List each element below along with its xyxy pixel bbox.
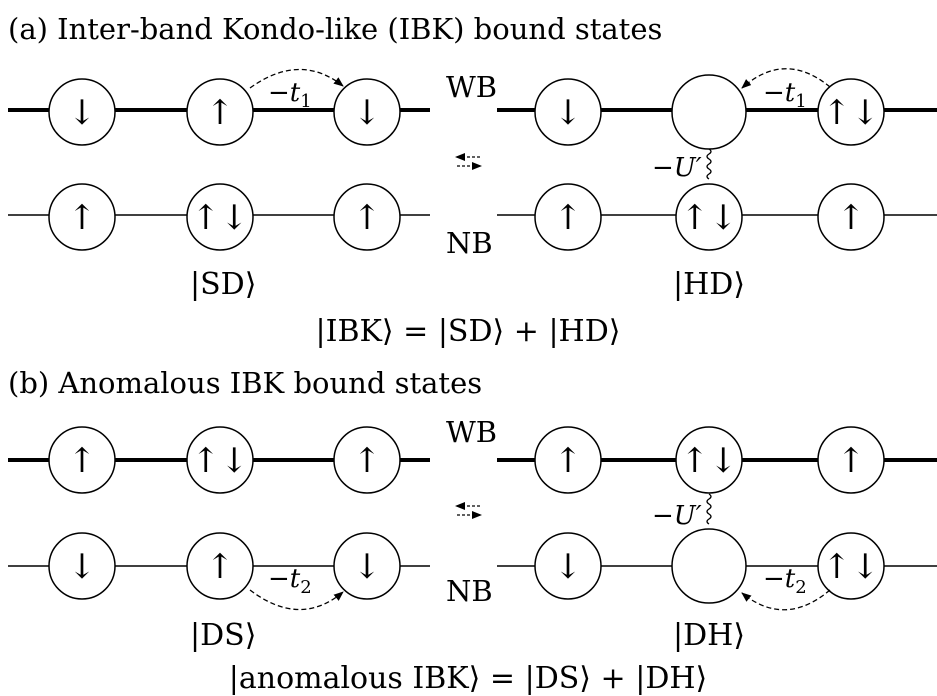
hopping-label: −t1 (268, 78, 312, 112)
ket-label: |DH⟩ (673, 618, 745, 653)
spin-label: ↑↓ (681, 441, 738, 481)
exchange-arrows (455, 153, 482, 170)
hopping-label: −t2 (268, 564, 312, 598)
site: ↑↓ (186, 183, 254, 251)
wb-label: WB (446, 415, 497, 449)
hopping-arrow (741, 68, 831, 89)
site: ↑↓ (186, 426, 254, 494)
panel-a-title: (a) Inter-band Kondo-like (IBK) bound st… (8, 12, 662, 46)
spin-label: ↓ (68, 547, 97, 587)
panel-b-equation: |anomalous IBK⟩ = |DS⟩ + |DH⟩ (229, 661, 708, 696)
spin-label: ↓ (353, 93, 382, 133)
ket-label: |DS⟩ (190, 618, 256, 653)
site: ↑↓ (675, 426, 743, 494)
hopping-label: −t1 (763, 78, 807, 112)
ket-label: |HD⟩ (673, 267, 745, 302)
spin-label: ↑ (353, 441, 382, 481)
hopping-arrow (741, 589, 831, 611)
site: ↑ (817, 183, 885, 251)
spin-label: ↓ (353, 547, 382, 587)
panel-b-title: (b) Anomalous IBK bound states (8, 366, 482, 400)
site-empty (671, 74, 747, 150)
panel-b: (b) Anomalous IBK bound states WB NB ↑ ↑… (8, 366, 937, 696)
ket-label: |SD⟩ (190, 267, 256, 302)
spin-label: ↑↓ (192, 198, 249, 238)
spin-label: ↑ (206, 547, 235, 587)
spin-label: ↑ (837, 198, 866, 238)
spin-label: ↓ (554, 93, 583, 133)
spin-label: ↑ (68, 441, 97, 481)
spin-label: ↑ (554, 441, 583, 481)
spin-label: ↑↓ (823, 547, 880, 587)
spin-label: ↑ (554, 198, 583, 238)
exchange-arrows (455, 502, 482, 519)
nb-label: NB (446, 226, 493, 260)
site: ↑ (48, 426, 116, 494)
spin-label: ↑↓ (681, 198, 738, 238)
site: ↑↓ (675, 183, 743, 251)
spin-label: ↑ (68, 198, 97, 238)
interaction-label: −U′ (652, 153, 702, 183)
spin-label: ↑↓ (192, 441, 249, 481)
site: ↑↓ (817, 532, 885, 600)
site: ↑ (48, 183, 116, 251)
interaction-label: −U′ (652, 501, 702, 531)
site: ↓ (534, 532, 602, 600)
site: ↑ (186, 78, 254, 146)
interaction-line (706, 148, 712, 180)
site: ↓ (534, 78, 602, 146)
site: ↓ (48, 78, 116, 146)
site: ↑ (186, 532, 254, 600)
site: ↓ (333, 532, 401, 600)
spin-label: ↑ (353, 198, 382, 238)
nb-label: NB (446, 574, 493, 608)
spin-label: ↓ (554, 547, 583, 587)
panel-a-equation: |IBK⟩ = |SD⟩ + |HD⟩ (316, 314, 621, 349)
spin-label: ↑↓ (823, 93, 880, 133)
site: ↑ (333, 426, 401, 494)
spin-label: ↑ (837, 441, 866, 481)
hopping-arrow (249, 68, 344, 89)
site: ↑ (817, 426, 885, 494)
spin-label: ↑ (206, 93, 235, 133)
panel-a: (a) Inter-band Kondo-like (IBK) bound st… (8, 12, 937, 349)
site: ↓ (48, 532, 116, 600)
hopping-arrow (249, 589, 344, 611)
site: ↑ (333, 183, 401, 251)
site: ↓ (333, 78, 401, 146)
wb-label: WB (446, 70, 497, 104)
site: ↑↓ (817, 78, 885, 146)
hopping-label: −t2 (763, 564, 807, 598)
interaction-line (706, 493, 712, 525)
site: ↑ (534, 426, 602, 494)
spin-label: ↓ (68, 93, 97, 133)
site: ↑ (534, 183, 602, 251)
site-empty (671, 528, 747, 604)
